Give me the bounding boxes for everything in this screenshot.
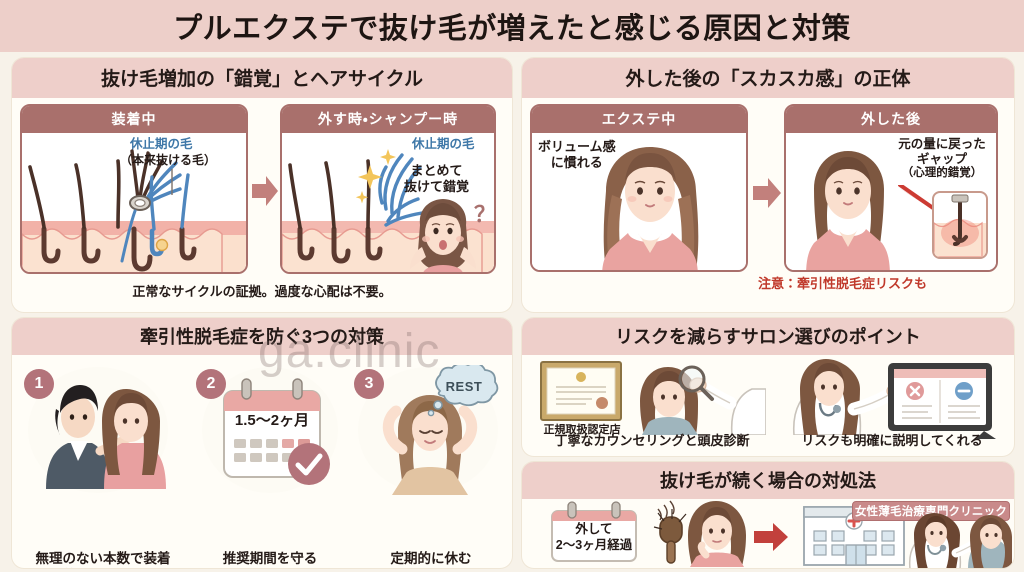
panel-measures: 牽引性脱毛症を防ぐ3つの対策 1 [12, 318, 512, 568]
label-telogen-hair-wearing-sub: （本来抜ける毛） [120, 153, 217, 167]
panel-measures-body: 1 [12, 355, 512, 568]
card-removal-header: 外す時・シャンプー時 [282, 106, 494, 133]
panel-illusion: 抜け毛増加の「錯覚」とヘアサイクル 装着中 [12, 58, 512, 312]
measure-item-2: 2 [190, 363, 350, 553]
card-after-removal-illustration: 元の量に戻った ギャップ （心理的錯覚） [786, 133, 996, 270]
surprised-woman-illustration [410, 199, 476, 272]
measure-1-number: 1 [24, 369, 54, 399]
salon-item-risk-explanation [778, 357, 1008, 455]
panel-illusion-heading: 抜け毛増加の「錯覚」とヘアサイクル [12, 58, 512, 98]
arrow-to-clinic [754, 523, 788, 551]
card-during-extension: エクステ中 [530, 104, 748, 272]
panel-followup-heading: 抜け毛が続く場合の対処法 [522, 462, 1014, 499]
clinic-sign-text: 女性薄毛治療専門クリニック [854, 506, 1008, 518]
followup-calendar-icon [551, 501, 637, 562]
salon-caption-counseling: 丁寧なカウンセリングと頭皮診断 [554, 433, 750, 448]
woman-volume-hair [602, 147, 699, 270]
resting-woman-illustration [382, 395, 478, 495]
rest-thought-bubble [427, 365, 499, 417]
panel-sparse-body: エクステ中 [522, 98, 1014, 312]
panel-sparse-feeling: 外した後の「スカスカ感」の正体 エクステ中 [522, 58, 1014, 312]
counseling-illustration [640, 365, 766, 435]
scalp-diagram-wearing [22, 149, 246, 272]
card-after-removal-header: 外した後 [786, 106, 996, 133]
rest-bubble-text: REST [445, 379, 483, 394]
clinic-sign: 女性薄毛治療専門クリニック [852, 501, 1010, 521]
label-volume-accustomed: ボリューム感 に慣れる [538, 139, 616, 170]
label-telogen-hair-removal: 休止期の毛 [412, 137, 475, 151]
card-wearing-illustration: 休止期の毛 （本来抜ける毛） [22, 133, 246, 272]
tablet-icon [888, 363, 996, 439]
sparkle-icon [355, 149, 396, 204]
page-title: プルエクステで抜け毛が増えたと感じる原因と対策 [173, 13, 851, 45]
stylist-consult-illustration [46, 385, 166, 489]
card-removal-illustration: 休止期の毛 まとめて 抜けて錯覚 [282, 133, 494, 272]
warning-traction-alopecia: 注意：牽引性脱毛症リスクも [758, 276, 928, 291]
panel-illusion-body: 装着中 [12, 98, 512, 312]
panel-salon-body: 正規取扱認定店 [522, 355, 1014, 456]
panel-sparse-heading: 外した後の「スカスカ感」の正体 [522, 58, 1014, 98]
followup-calendar-text: 外して 2〜3ヶ月経過 [555, 522, 633, 553]
salon-item-counseling: 正規取扱認定店 [526, 357, 770, 455]
traction-follicle-diagram [934, 194, 986, 257]
panel-measures-heading: 牽引性脱毛症を防ぐ3つの対策 [12, 318, 512, 355]
calendar-duration-text: 1.5〜2ヶ月 [234, 412, 310, 429]
panel-salon-choice: リスクを減らすサロン選びのポイント [522, 318, 1014, 456]
question-mark: ？ [474, 202, 494, 227]
salon-caption-risk: リスクも明確に説明してくれる [801, 433, 983, 448]
card-removal: 外す時・シャンプー時 [280, 104, 496, 274]
panel-followup: 抜け毛が続く場合の対処法 外して 2〜3ヶ月経過 [522, 462, 1014, 568]
card-wearing-header: 装着中 [22, 106, 246, 133]
card-during-extension-header: エクステ中 [532, 106, 746, 133]
measure-3-caption: 定期的に休む 期間を設ける [390, 551, 472, 568]
panel-salon-heading: リスクを減らすサロン選びのポイント [522, 318, 1014, 355]
certificate-icon [540, 361, 622, 421]
measure-1-caption: 無理のない本数で装着 （美容師と相談） [35, 551, 171, 568]
measure-item-3: 3 [352, 363, 508, 553]
label-gap-illusion: 元の量に戻った ギャップ （心理的錯覚） [898, 137, 986, 179]
measure-3-number: 3 [354, 369, 384, 399]
stylist-explaining-illustration [793, 359, 906, 435]
measure-2-number: 2 [196, 369, 226, 399]
infographic-board: ga.clinic 抜け毛増加の「錯覚」とヘアサイクル 装着中 [0, 52, 1024, 572]
arrow-wearing-to-removal [252, 176, 278, 206]
woman-with-brush-illustration [653, 500, 746, 567]
measure-item-1: 1 [18, 363, 178, 553]
page-title-bar: プルエクステで抜け毛が増えたと感じる原因と対策 [0, 0, 1024, 52]
note-shed-together: まとめて 抜けて錯覚 [404, 163, 470, 194]
card-during-extension-illustration: ボリューム感 に慣れる [532, 133, 746, 270]
label-leader-line [171, 169, 173, 195]
illusion-footnote: 正常なサイクルの証拠。過度な心配は不要。 [132, 284, 392, 299]
card-after-removal: 外した後 [784, 104, 998, 272]
label-telogen-hair-wearing: 休止期の毛 [130, 137, 193, 151]
doctor-patient-illustration [908, 513, 1012, 568]
measure-2-caption: 推奨期間を守る （長期間NG） [222, 551, 318, 568]
woman-normal-hair [806, 151, 890, 270]
arrow-during-to-after [753, 178, 781, 208]
card-wearing: 装着中 [20, 104, 248, 274]
salon-badge-authorized: 正規取扱認定店 [543, 424, 621, 436]
check-circle-icon [288, 443, 330, 485]
panel-followup-body: 外して 2〜3ヶ月経過 [522, 499, 1014, 568]
follicle-inset [932, 191, 988, 259]
